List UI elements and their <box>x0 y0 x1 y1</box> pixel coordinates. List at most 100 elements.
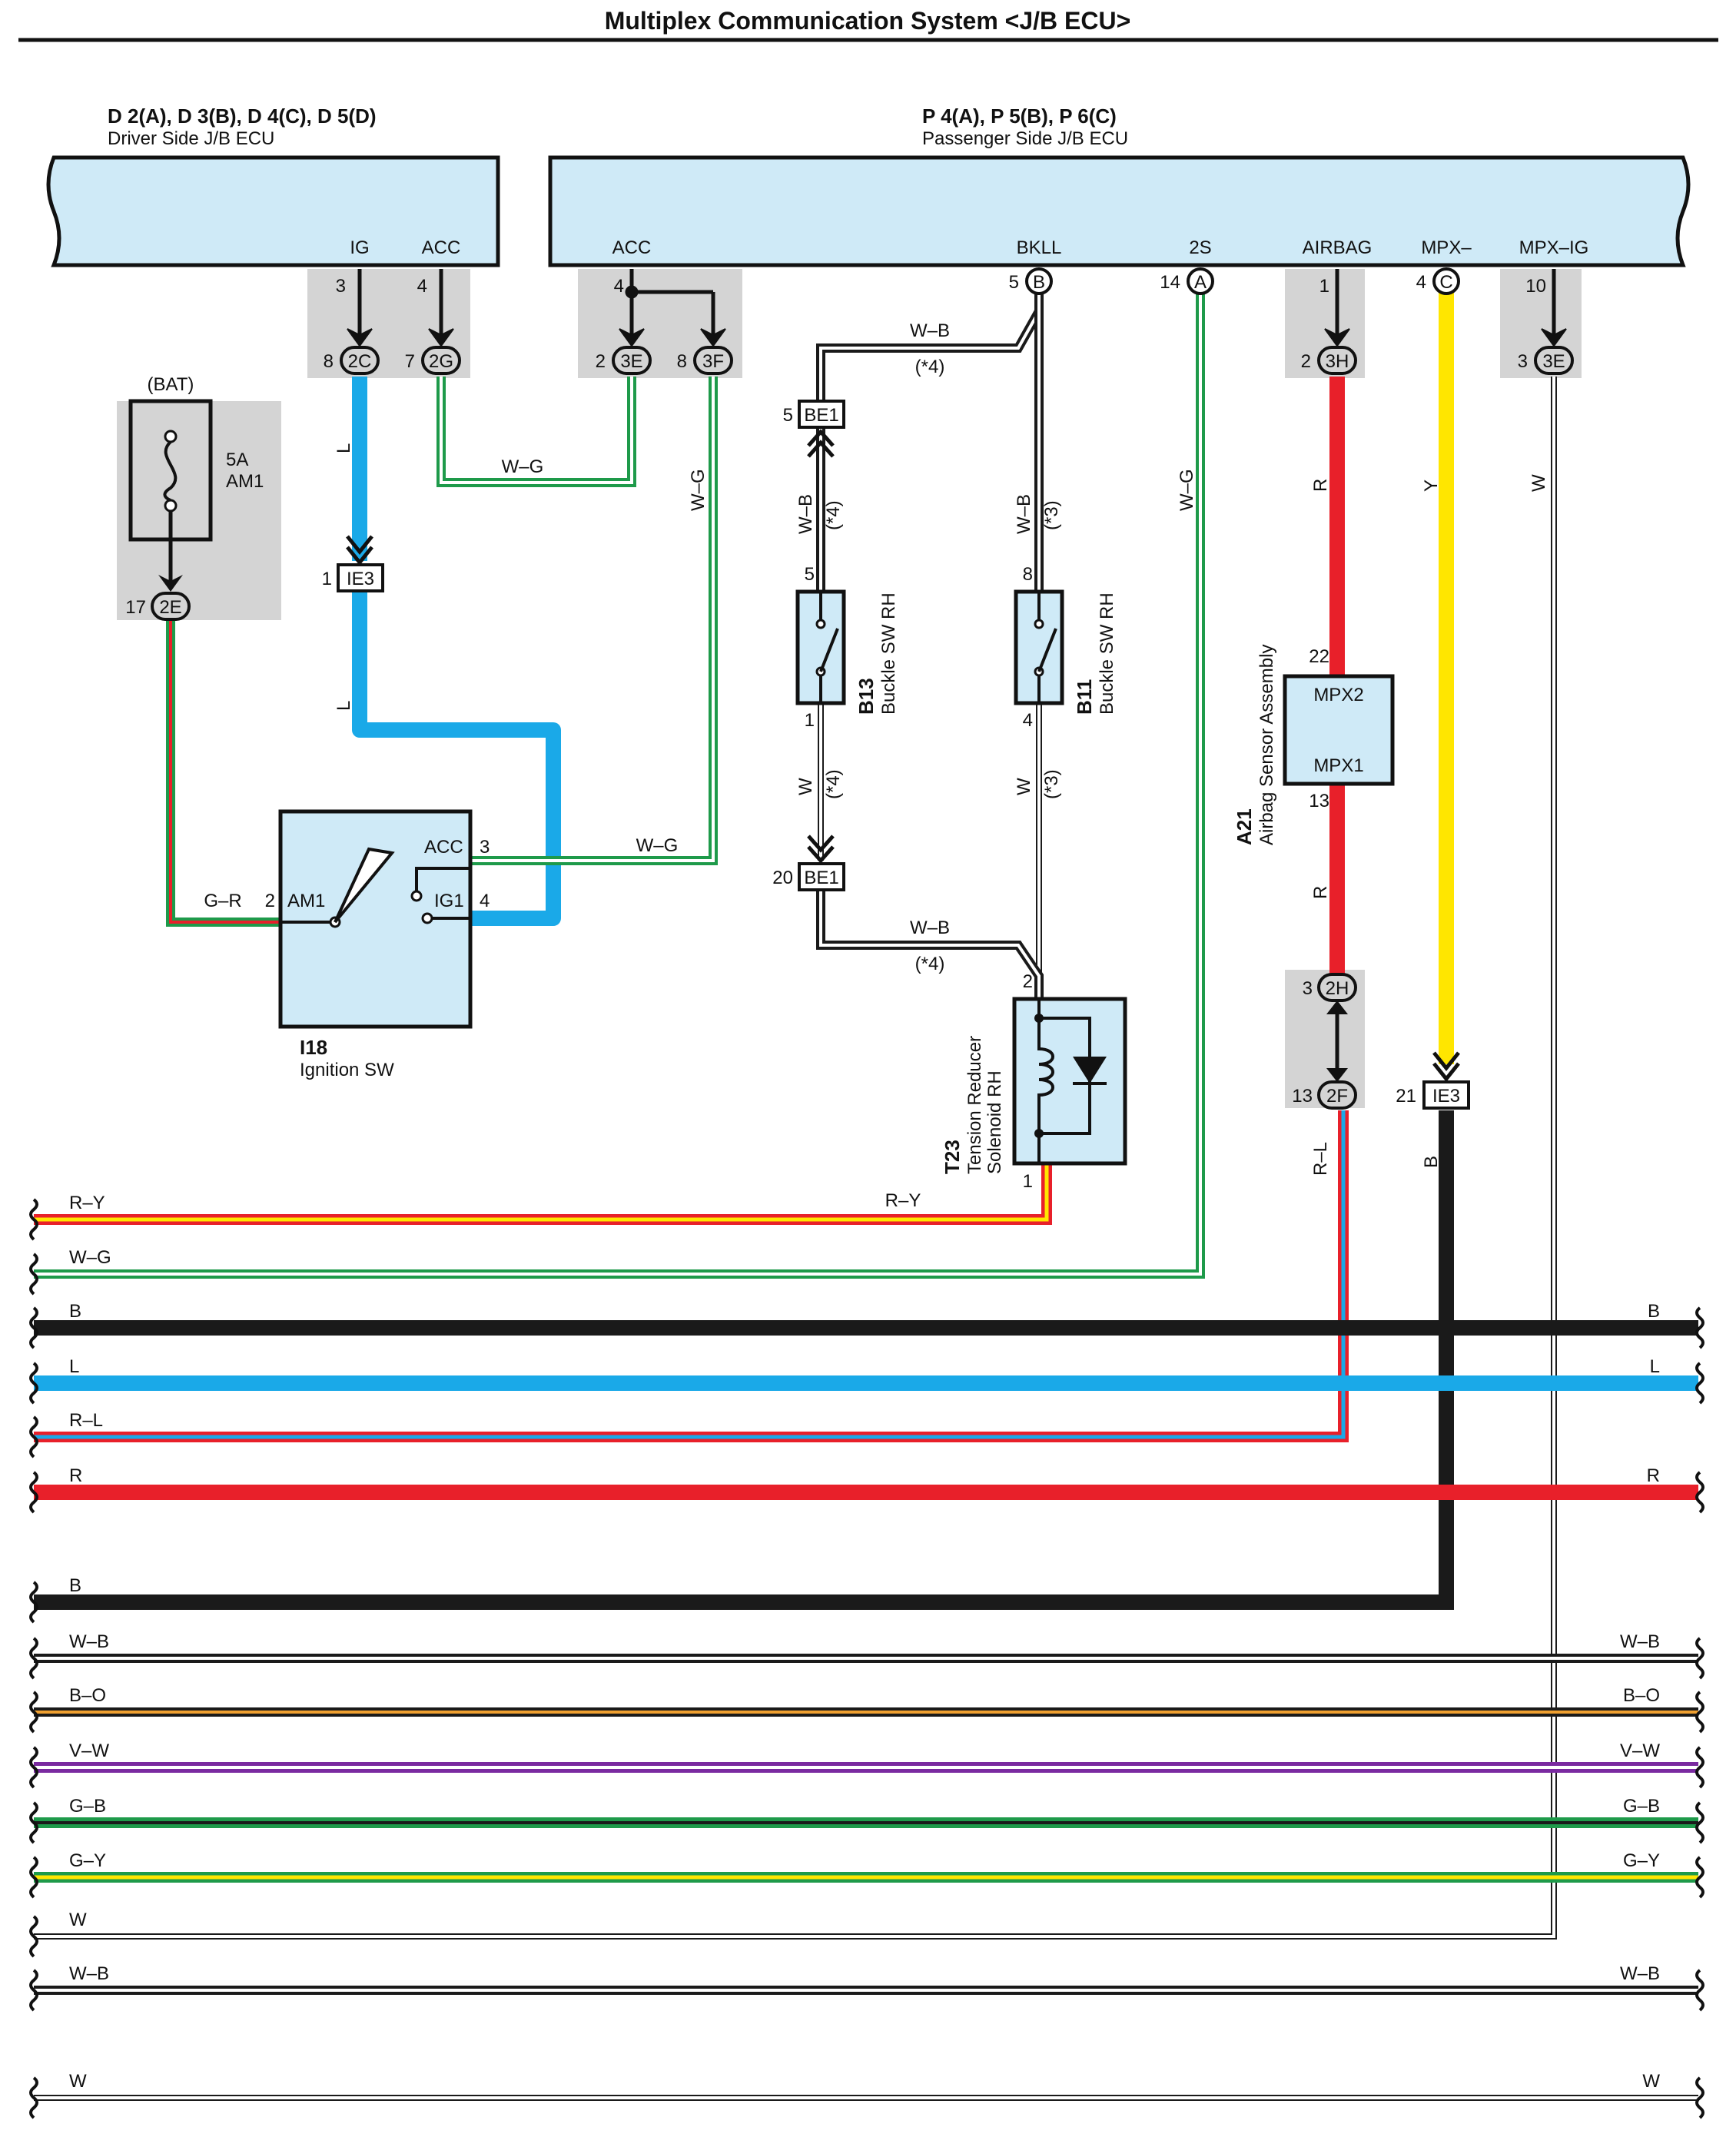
connector-a: A <box>1187 267 1214 295</box>
svg-text:2E: 2E <box>159 597 181 618</box>
svg-text:W–G: W–G <box>636 835 679 856</box>
svg-text:Buckle SW RH: Buckle SW RH <box>878 592 899 715</box>
ign-name: Ignition SW <box>300 1060 394 1080</box>
wire-break-symbol <box>29 2076 38 2119</box>
passenger-ecu-id: P 4(A), P 5(B), P 6(C) <box>922 105 1117 128</box>
bat-label: (BAT) <box>148 374 194 395</box>
ign-code: I18 <box>300 1036 327 1059</box>
bus-label-right: B–O <box>1623 1685 1660 1706</box>
svg-text:R–L: R–L <box>1310 1142 1331 1176</box>
rect-connectors: IE3 BE1 BE1 IE3 <box>337 400 1470 1110</box>
connector-b: B <box>1025 267 1053 295</box>
svg-text:W–B: W–B <box>910 918 950 938</box>
wire-break-symbol <box>29 1581 38 1624</box>
wire-break-symbol <box>1695 1362 1704 1405</box>
svg-text:2: 2 <box>1023 971 1033 992</box>
svg-text:3: 3 <box>480 837 490 858</box>
pin-label-mpx-ig: MPX–IG <box>1519 237 1589 258</box>
svg-text:22: 22 <box>1309 646 1329 667</box>
svg-text:(*3): (*3) <box>1041 500 1062 530</box>
bus-label-left: W <box>69 1910 87 1930</box>
svg-text:IE3: IE3 <box>347 569 374 589</box>
svg-text:IE3: IE3 <box>1432 1086 1460 1107</box>
bus-label-right: B <box>1648 1301 1660 1322</box>
wire-break-symbol <box>1695 1856 1704 1899</box>
svg-text:Solenoid RH: Solenoid RH <box>984 1070 1005 1174</box>
svg-text:IG1: IG1 <box>434 891 464 911</box>
svg-text:ACC: ACC <box>424 837 463 858</box>
wire-break-symbol <box>29 1306 38 1349</box>
wire-break-symbol <box>29 1801 38 1844</box>
wire-break-symbol <box>29 1969 38 2012</box>
svg-text:L: L <box>334 701 354 711</box>
wire-break-symbol <box>1695 1306 1704 1349</box>
wire-break-symbol <box>1695 1637 1704 1680</box>
svg-text:Airbag Sensor Assembly: Airbag Sensor Assembly <box>1256 645 1277 845</box>
svg-text:AM1: AM1 <box>287 891 325 911</box>
diagram-title: Multiplex Communication System <J/B ECU> <box>605 7 1131 35</box>
bus-label-left: W–B <box>69 1963 109 1984</box>
wires <box>34 292 1698 2101</box>
svg-text:Y: Y <box>1421 479 1442 492</box>
bus-label-left: W–G <box>69 1247 111 1268</box>
svg-text:2C: 2C <box>348 351 372 372</box>
svg-text:3H: 3H <box>1326 351 1349 372</box>
pin-label-acc-passenger: ACC <box>612 237 652 258</box>
bus-label-left: W <box>69 2071 87 2092</box>
connector-ie3-l: IE3 <box>337 535 384 592</box>
wire-break-symbol <box>1695 1801 1704 1844</box>
connector-2g: 2G <box>421 346 461 375</box>
passenger-side-jb-ecu <box>548 155 1691 267</box>
svg-text:A21: A21 <box>1233 808 1256 845</box>
svg-text:B13: B13 <box>855 678 878 715</box>
pin-numbers-2: 17 1 5 20 5 1 8 4 2 1 22 13 3 13 21 <box>125 405 1416 1192</box>
passenger-ecu-name: Passenger Side J/B ECU <box>922 128 1128 149</box>
pin-num: 2 <box>596 351 606 372</box>
svg-text:8: 8 <box>1023 564 1033 585</box>
svg-text:G–R: G–R <box>204 891 241 911</box>
svg-text:2: 2 <box>265 891 275 911</box>
svg-text:13: 13 <box>1309 791 1329 811</box>
pin-num: 8 <box>324 351 334 372</box>
svg-text:13: 13 <box>1292 1086 1313 1107</box>
battery-fuse: (BAT) 5A AM1 <box>128 374 264 592</box>
wire-break-symbol <box>29 1746 38 1789</box>
svg-text:Tension Reducer: Tension Reducer <box>964 1036 985 1174</box>
buckle-switch-b13: B13 Buckle SW RH <box>795 589 899 715</box>
svg-text:BE1: BE1 <box>804 868 838 888</box>
svg-text:5: 5 <box>805 564 815 585</box>
circle-connectors: B A C <box>1025 267 1460 295</box>
svg-text:(*3): (*3) <box>1041 769 1062 799</box>
wire-break-symbol <box>1695 1746 1704 1789</box>
bus-label-left: V–W <box>69 1740 109 1761</box>
bus-label-left: R–L <box>69 1410 103 1431</box>
driver-ecu-id: D 2(A), D 3(B), D 4(C), D 5(D) <box>108 105 377 128</box>
svg-text:A: A <box>1194 272 1207 293</box>
svg-text:W–G: W–G <box>502 456 544 477</box>
svg-text:MPX1: MPX1 <box>1313 755 1363 776</box>
wire-labels: L L W–G W–G W–G W–G G–R W–B (*4) W–B (*4… <box>204 320 1549 1211</box>
pin-numbers: 3 4 8 7 4 2 8 5 14 1 2 4 10 3 <box>324 272 1546 372</box>
wire-break-symbol <box>1695 1691 1704 1734</box>
bus-label-left: G–B <box>69 1796 106 1817</box>
pin-num: 4 <box>1416 272 1426 293</box>
pin-num: 2 <box>1301 351 1311 372</box>
svg-text:T23: T23 <box>941 1140 964 1174</box>
connector-c: C <box>1432 267 1460 295</box>
connector-3h: 3H <box>1317 346 1357 375</box>
connector-2h: 2H <box>1317 973 1357 1002</box>
wire-l-ig <box>352 377 561 926</box>
svg-text:W–G: W–G <box>1177 469 1197 511</box>
oval-connectors: 2C 2G 3E 3F 3H 3E 2E 2H 2F <box>151 346 1574 1110</box>
pin-num: 7 <box>405 351 415 372</box>
connector-be1-top: BE1 <box>798 400 845 458</box>
bus-label-left: B <box>69 1301 81 1322</box>
svg-text:(*4): (*4) <box>823 500 844 530</box>
bus-label-right: L <box>1650 1356 1660 1377</box>
bus-label-right: G–Y <box>1623 1850 1660 1871</box>
bus-label-right: G–B <box>1623 1796 1660 1817</box>
bus-label-left: B–O <box>69 1685 106 1706</box>
connector-2f: 2F <box>1317 1080 1357 1110</box>
